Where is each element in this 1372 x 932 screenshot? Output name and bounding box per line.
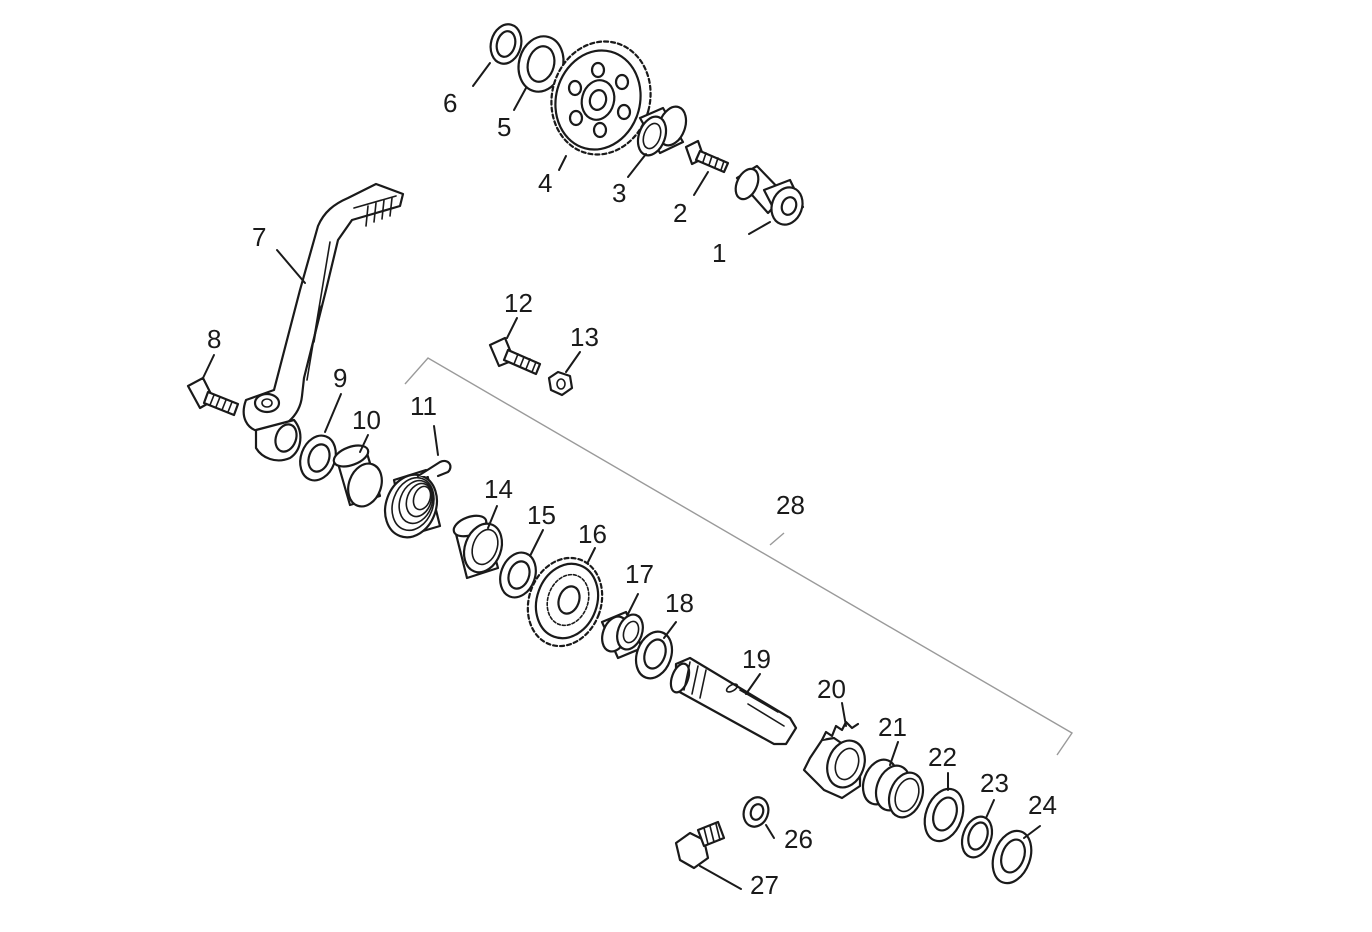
- label-6: 6: [443, 88, 457, 118]
- assembly-bracket-28: [404, 357, 1074, 756]
- part-12-bolt: [488, 317, 542, 376]
- label-18: 18: [665, 588, 694, 618]
- label-9: 9: [333, 363, 347, 393]
- part-10-bush: [332, 434, 383, 508]
- part-7-kick-lever: [242, 182, 405, 462]
- part-20-ratchet: [802, 702, 866, 800]
- part-3-needle-bearing: [627, 105, 688, 178]
- label-4: 4: [538, 168, 552, 198]
- part-14-ratchet-cap: [452, 505, 504, 580]
- label-26: 26: [784, 824, 813, 854]
- label-11: 11: [410, 391, 437, 421]
- label-5: 5: [497, 112, 511, 142]
- label-3: 3: [612, 178, 626, 208]
- part-15-washer: [499, 529, 544, 599]
- label-1: 1: [712, 238, 726, 268]
- label-27: 27: [750, 870, 779, 900]
- part-17-needle-bearing: [600, 593, 644, 660]
- label-10: 10: [352, 405, 381, 435]
- label-21: 21: [878, 712, 907, 742]
- label-13: 13: [570, 322, 599, 352]
- part-27-stopper-bolt: [674, 820, 742, 890]
- label-2: 2: [673, 198, 687, 228]
- part-9-oil-seal: [299, 393, 342, 482]
- label-19: 19: [742, 644, 771, 674]
- label-23: 23: [980, 768, 1009, 798]
- part-8-clamp-bolt: [186, 354, 240, 417]
- label-15: 15: [527, 500, 556, 530]
- label-8: 8: [207, 324, 221, 354]
- label-14: 14: [484, 474, 513, 504]
- part-24-washer: [991, 825, 1041, 885]
- part-1-idler-shaft: [734, 164, 805, 235]
- callout-labels: 1 2 3 4 5 6 7 8 9 10 11 12 13 14 15 16 1…: [207, 88, 1057, 900]
- part-21-spring: [861, 741, 925, 819]
- label-24: 24: [1028, 790, 1057, 820]
- part-19-kick-shaft: [669, 656, 798, 746]
- label-22: 22: [928, 742, 957, 772]
- label-7: 7: [252, 222, 266, 252]
- part-13-nut: [547, 351, 581, 397]
- part-11-kick-spring: [383, 425, 452, 539]
- part-6-circlip: [472, 23, 523, 87]
- label-16: 16: [578, 519, 607, 549]
- part-23-circlip: [960, 799, 995, 859]
- part-18-washer: [634, 621, 677, 680]
- label-28: 28: [776, 490, 805, 520]
- part-26-washer: [742, 796, 775, 839]
- part-22-washer: [923, 772, 965, 843]
- part-16-kick-gear: [526, 547, 604, 648]
- part-2-bolt: [684, 139, 730, 196]
- label-12: 12: [504, 288, 533, 318]
- part-4-idler-gear: [550, 40, 652, 171]
- label-17: 17: [625, 559, 654, 589]
- label-20: 20: [817, 674, 846, 704]
